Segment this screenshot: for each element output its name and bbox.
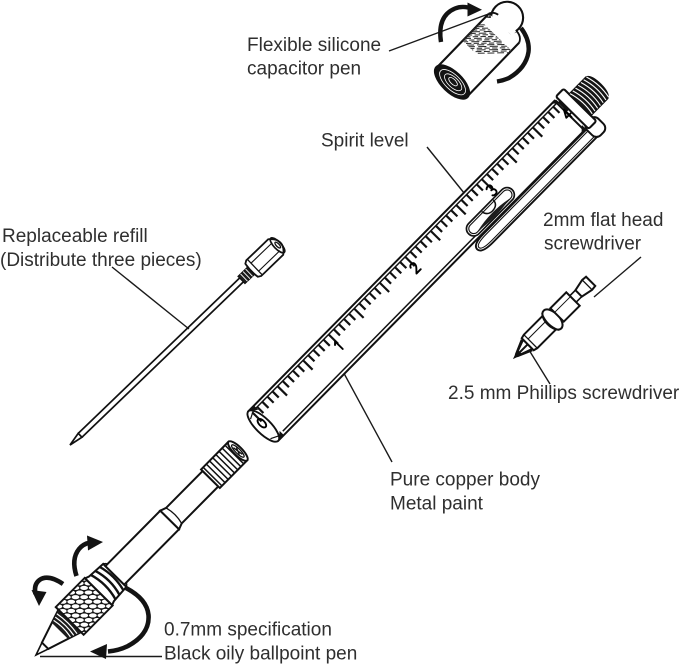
svg-text:Replaceable refill: Replaceable refill (2, 226, 148, 247)
svg-text:Spirit level: Spirit level (321, 131, 409, 152)
svg-text:Metal paint: Metal paint (390, 494, 484, 515)
svg-text:(Distribute three pieces): (Distribute three pieces) (0, 250, 202, 271)
svg-text:Black oily ballpoint pen: Black oily ballpoint pen (164, 644, 357, 665)
svg-text:0.7mm specification: 0.7mm specification (164, 620, 332, 641)
svg-text:Pure copper body: Pure copper body (390, 470, 540, 491)
svg-text:capacitor pen: capacitor pen (247, 59, 361, 80)
svg-text:2.5 mm Phillips screwdriver: 2.5 mm Phillips screwdriver (448, 383, 679, 404)
svg-text:Flexible silicone: Flexible silicone (247, 35, 381, 56)
svg-text:2mm flat head: 2mm flat head (543, 210, 663, 231)
svg-text:screwdriver: screwdriver (544, 234, 642, 255)
